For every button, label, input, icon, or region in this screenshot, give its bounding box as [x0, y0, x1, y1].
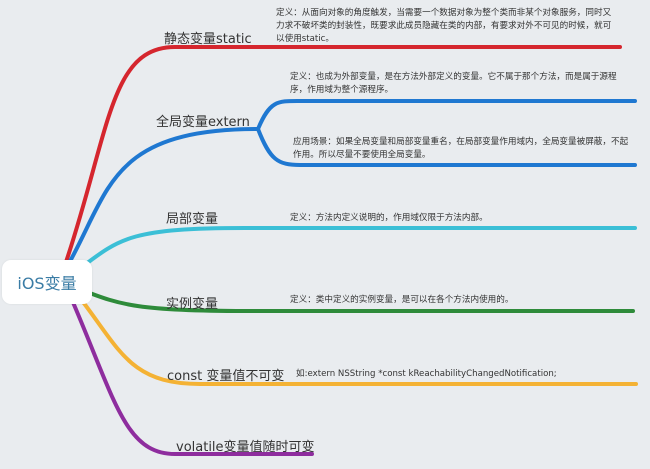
note-extern-1[interactable]: 应用场景：如果全局变量和局部变量重名，在局部变量作用域内，全局变量被屏蔽，不起作…: [293, 137, 629, 160]
branch-label-extern[interactable]: 全局变量extern: [156, 115, 250, 130]
sub-branch-line-extern-1: [256, 127, 637, 167]
branch-line-instance: [80, 288, 635, 313]
branch-label-local[interactable]: 局部变量: [166, 212, 219, 227]
sub-branch-line-extern-0: [256, 98, 637, 131]
branch-label-static[interactable]: 静态变量static: [164, 32, 252, 47]
root-label: iOS变量: [17, 274, 77, 293]
branch-label-const[interactable]: const 变量值不可变: [167, 369, 285, 384]
branch-label-volatile[interactable]: volatile变量值随时可变: [176, 440, 315, 455]
note-instance-0[interactable]: 定义：类中定义的实例变量，是可以在各个方法内使用的。: [290, 295, 514, 305]
branch-line-volatile: [70, 298, 314, 456]
note-local-0[interactable]: 定义：方法内定义说明的，作用域仅限于方法内部。: [290, 213, 488, 223]
branch-line-local: [76, 226, 637, 272]
note-const-0[interactable]: 如:extern NSString *const kReachabilityCh…: [296, 369, 557, 379]
branch-line-extern: [66, 127, 260, 267]
branch-line-const: [78, 296, 638, 386]
branch-line-static: [64, 45, 622, 264]
root-node[interactable]: iOS变量: [2, 260, 92, 304]
note-static-0[interactable]: 定义：从面向对象的角度触发，当需要一个数据对象为整个类而非某个对象服务，同时又力…: [276, 8, 612, 44]
branch-label-instance[interactable]: 实例变量: [166, 297, 219, 312]
note-extern-0[interactable]: 定义：也成为外部变量，是在方法外部定义的变量。它不属于那个方法，而是属于源程序，…: [290, 72, 617, 95]
